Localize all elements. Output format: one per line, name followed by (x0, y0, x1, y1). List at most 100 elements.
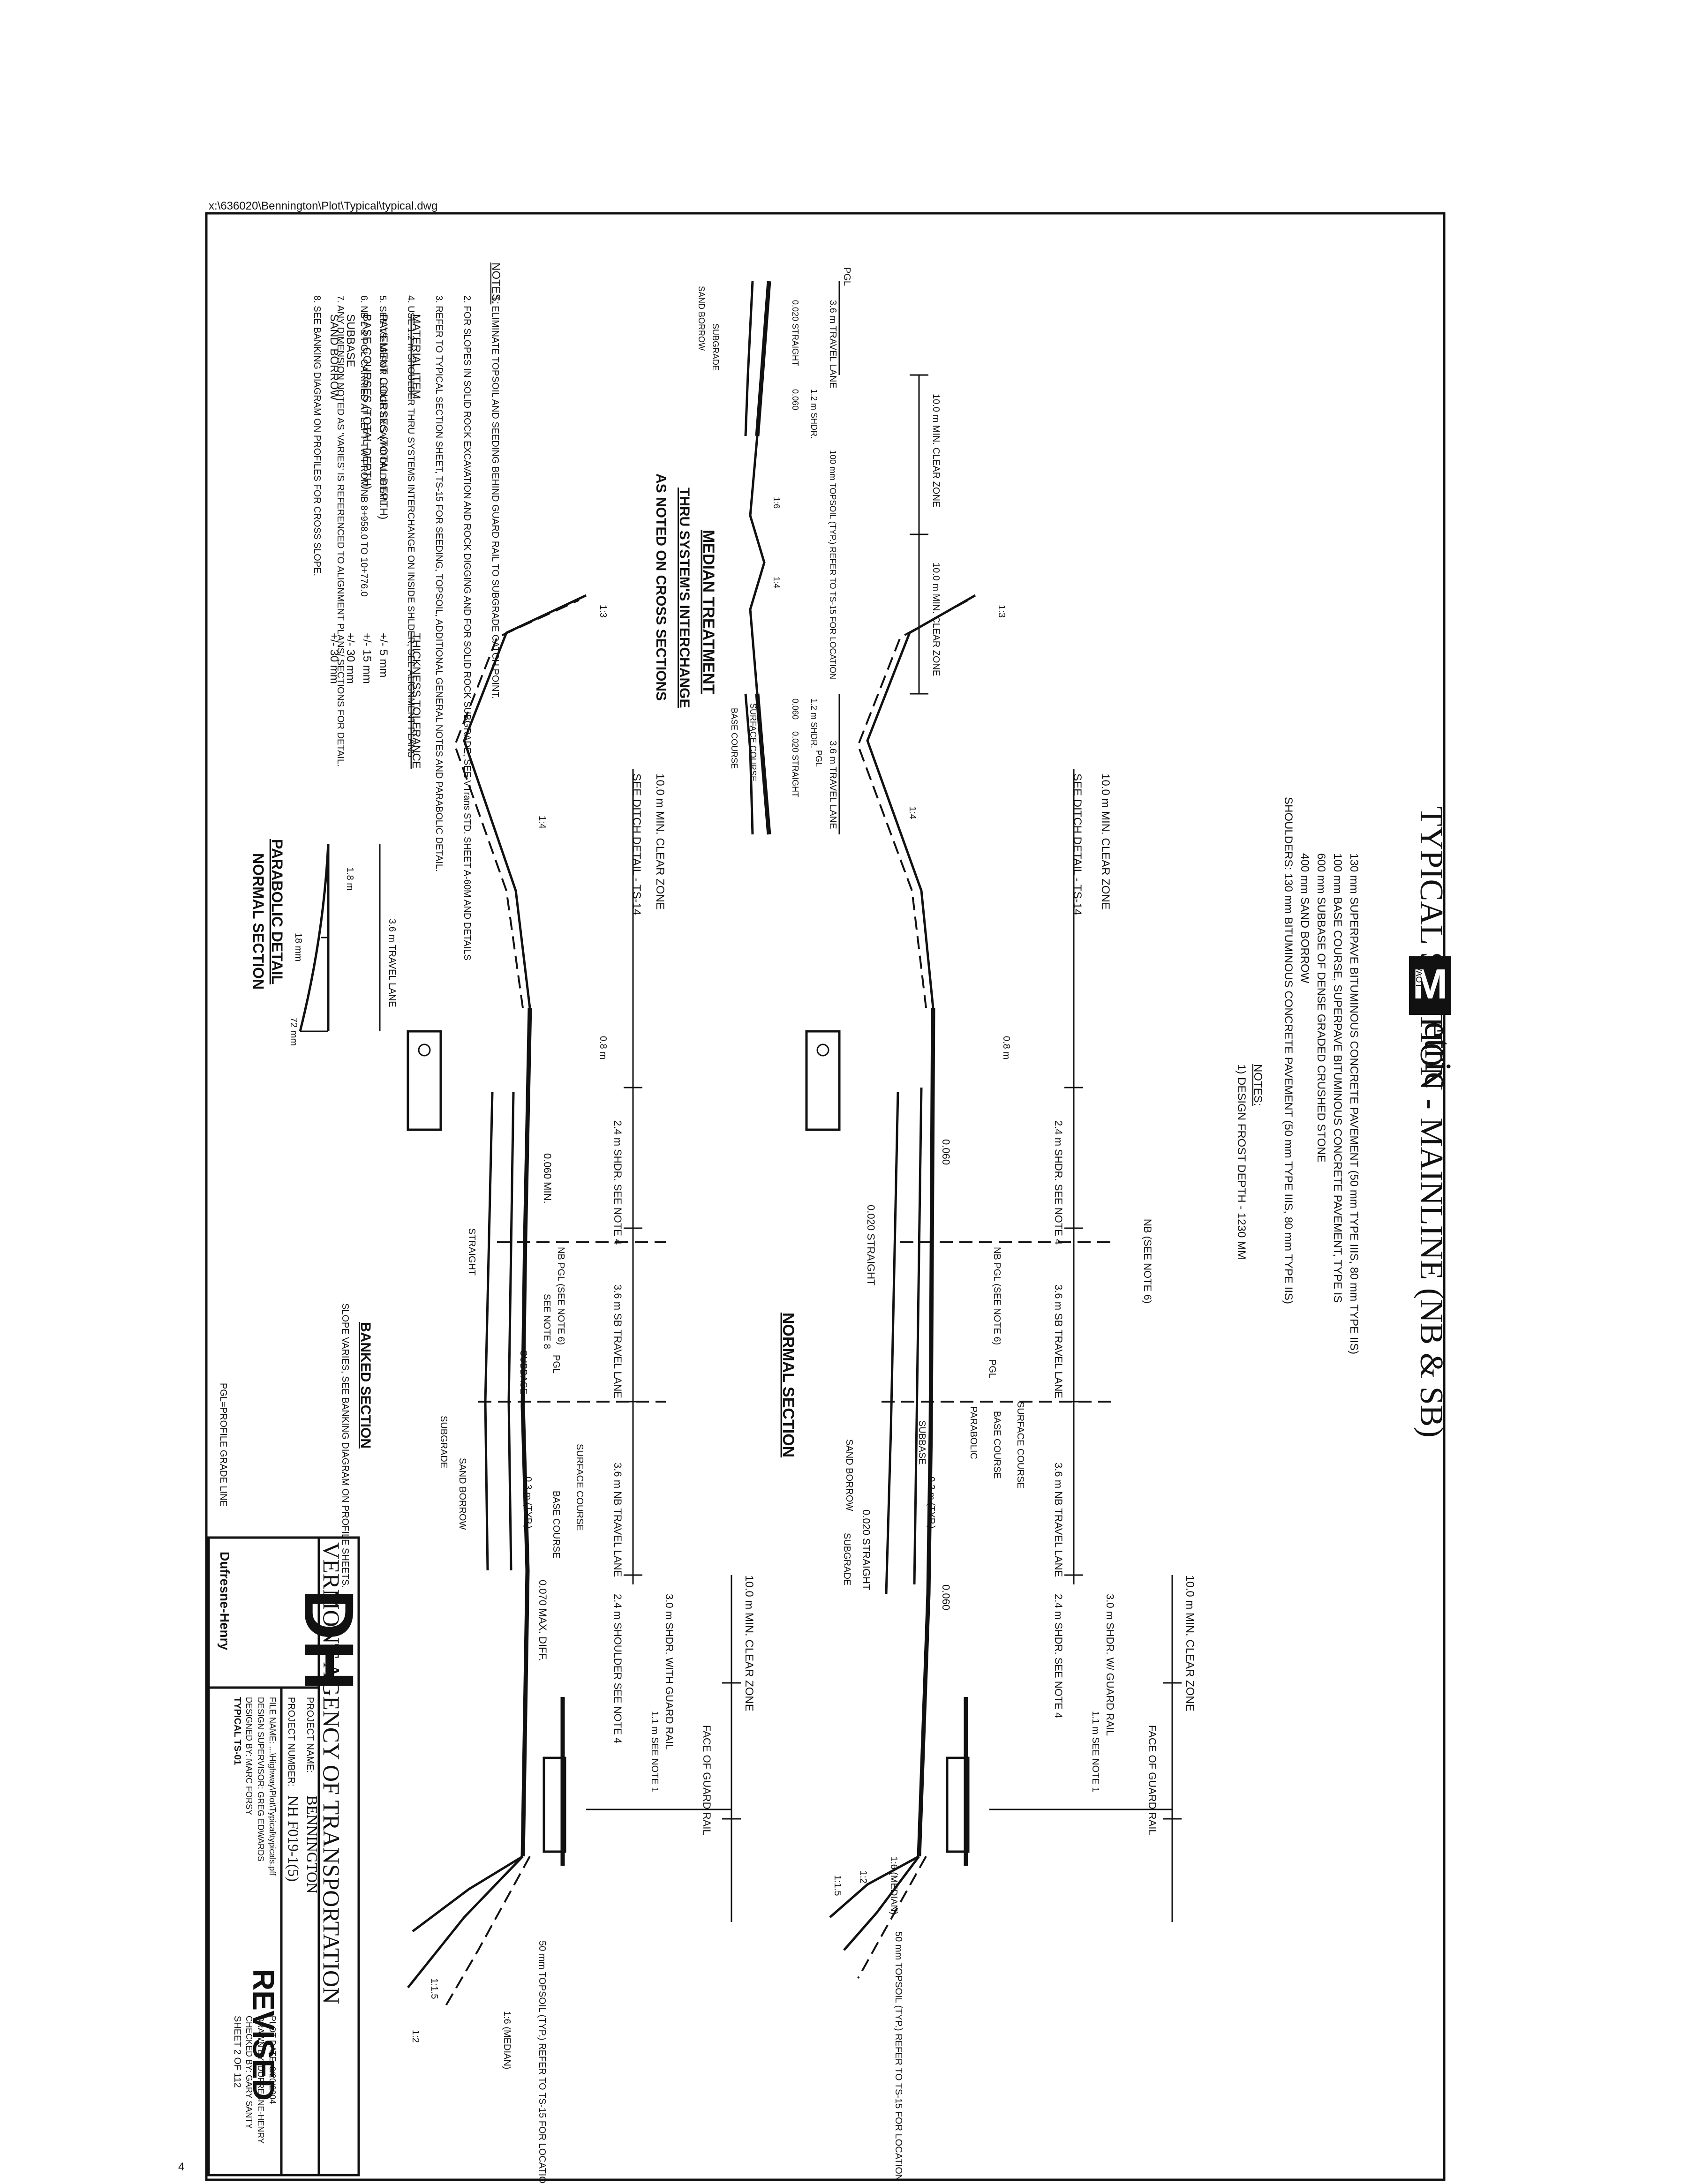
normal-see-note1: 1.1 m SEE NOTE 1 (1090, 1711, 1100, 1792)
sheet-title: TYPICAL SECTION - MAINLINE (NB & SB) (1413, 806, 1449, 1438)
normal-cross-right: 0.020 STRAIGHT (860, 1509, 872, 1590)
normal-nb-note: NB (SEE NOTE 6) (1142, 1219, 1153, 1304)
banked-clear-zone-right: 10.0 m MIN. CLEAR ZONE (743, 1575, 755, 1711)
agency-name: VERMONT AGENCY OF TRANSPORTATION (318, 1542, 345, 2004)
normal-subgrade: SUBGRADE (842, 1533, 852, 1585)
banked-ditch-label: SEE DITCH DETAIL - TS-14 (630, 773, 643, 915)
design-supervisor: DESIGN SUPERVISOR: GREG EDWARDS (256, 1697, 265, 1861)
materials-header-item: MATERIAL ITEM (410, 314, 422, 399)
normal-subbase-line (885, 1092, 899, 1594)
banked-ditch-block (407, 1030, 442, 1131)
banked-sand: SAND BORROW (457, 1458, 467, 1530)
median-slope-right: 0.020 STRAIGHT (791, 731, 800, 797)
materials-row-3-item: SUBBASE (344, 314, 357, 367)
banked-topsoil-note: 50 mm TOPSOIL (TYP.) REFER TO TS-15 FOR … (537, 1941, 547, 2184)
normal-median: 1:6 (MEDIAN) (889, 1856, 899, 1914)
parabolic-lane: 3.6 m TRAVEL LANE (387, 919, 397, 1007)
normal-right-slope-3 (857, 1856, 927, 1979)
normal-sb-lane: 3.6 m SB TRAVEL LANE (1053, 1284, 1064, 1398)
general-note-5: 5. SEE TS-16 FOR LEDGE EXCAVATION DETAIL… (377, 295, 388, 508)
title-legend-group: TYPICAL SECTION - MAINLINE (NB & SB) 130… (1235, 797, 1449, 1438)
normal-shdr-left: 2.4 m SHDR. SEE NOTE 4 (1053, 1120, 1064, 1245)
median-shdr-left: 1.2 m SHDR. (809, 389, 819, 439)
title-block-frame (207, 1536, 360, 2176)
normal-face-guard: FACE OF GUARD RAIL (1146, 1725, 1158, 1835)
banked-s14: 1:4 (537, 816, 547, 829)
project-name-label: PROJECT NAME: (305, 1697, 315, 1773)
normal-s14: 1:4 (907, 806, 918, 819)
banked-see-note1: 1.1 m SEE NOTE 1 (649, 1711, 660, 1792)
materials-header-tolerance: THICKNESS TOLERANCE (410, 633, 422, 769)
banked-shdr-right: 2.4 m SHOULDER SEE NOTE 4 (612, 1594, 624, 1743)
parabolic-detail-drawing (299, 843, 381, 1032)
banked-s13: 1:3 (598, 605, 608, 618)
metric-logo-box (1409, 956, 1451, 1015)
pavement-legend-line-5: SHOULDERS: 130 mm BITUMINOUS CONCRETE PA… (1282, 797, 1295, 1304)
normal-cross-left: 0.020 STRAIGHT (865, 1205, 877, 1285)
general-notes-heading: NOTES: (490, 263, 502, 304)
project-name: BENNINGTON (304, 1795, 321, 1893)
parabolic-title: PARABOLIC DETAIL (269, 839, 286, 984)
banked-ditch-circle (418, 1043, 431, 1057)
parabolic-half: 1.8 m (345, 867, 355, 891)
banked-sb-lane: 3.6 m SB TRAVEL LANE (612, 1284, 624, 1398)
banked-s15: 1:1.5 (429, 1978, 439, 1999)
metric-logo-letter: M (1413, 961, 1448, 1008)
normal-height: 0.8 m (1001, 1036, 1011, 1059)
firm-initials: DH (290, 1589, 369, 1691)
pavement-legend-line-3: 600 mm SUBBASE OF DENSE GRADED CRUSHED S… (1315, 853, 1327, 1163)
materials-row-2-item: BASE COURSES (TOTAL DEPTH) (361, 314, 373, 489)
normal-nb-pgl: NB PGL (SEE NOTE 6) (992, 1247, 1002, 1345)
page-mark: 4 (178, 2161, 184, 2173)
normal-pgl: PGL (987, 1359, 997, 1378)
normal-parabolic: PARABOLIC (968, 1406, 979, 1459)
pavement-legend-line-1: 130 mm SUPERPAVE BITUMINOUS CONCRETE PAV… (1348, 853, 1360, 1354)
materials-row-4-item: SAND BORROW (328, 314, 340, 400)
banked-section-subtitle: SLOPE VARIES, SEE BANKING DIAGRAM ON PRO… (340, 1303, 350, 1588)
normal-topsoil: 0.3 m (TYP.) (926, 1477, 936, 1529)
banked-base: BASE COURSE (551, 1491, 561, 1558)
banked-pavement-inner (507, 1092, 515, 1571)
banked-shdr-left: 2.4 m SHDR. SEE NOTE 4 (612, 1120, 624, 1245)
banked-section-title: BANKED SECTION (358, 1322, 373, 1448)
general-note-6: 6. NB £ & PGL CARRIED AT LEFT TW FROM NB… (359, 295, 369, 597)
median-clear-right: 10.0 m MIN. CLEAR ZONE (931, 563, 941, 676)
median-subtitle-2: AS NOTED ON CROSS SECTIONS (653, 473, 669, 701)
median-road-left-inner (744, 281, 754, 436)
banked-right-slope-1 (407, 1855, 524, 1989)
normal-clear-zone-left: 10.0 m MIN. CLEAR ZONE (1099, 773, 1112, 910)
normal-ditch-label: SEE DITCH DETAIL - TS-14 (1071, 773, 1084, 915)
banked-nb-lane: 3.6 m NB TRAVEL LANE (612, 1463, 624, 1577)
normal-s13: 1:3 (996, 605, 1007, 618)
normal-ditch-block (805, 1030, 841, 1131)
designed-by: DESIGNED BY: MARC FORSY (244, 1697, 254, 1815)
median-road-right-inner (744, 693, 754, 835)
parabolic-subtitle: NORMAL SECTION (250, 853, 267, 990)
normal-section-drawing (805, 594, 1182, 1979)
median-slope-right2: 0.060 (791, 698, 800, 720)
banked-subbase: SUBBASE (518, 1350, 528, 1394)
banked-face-guard: FACE OF GUARD RAIL (701, 1725, 713, 1835)
banked-right-slope-3 (445, 1856, 531, 2007)
median-surface: SURFACE COURSE (748, 703, 758, 781)
normal-shdr-right: 2.4 m SHDR. SEE NOTE 4 (1053, 1594, 1064, 1718)
banked-right-slope-2 (412, 1855, 524, 1932)
normal-left-slope-dash (857, 599, 969, 1008)
median-detail-labels: PGL 3.6 m TRAVEL LANE 1.2 m SHDR. 0.020 … (653, 267, 941, 829)
median-slope-left: 0.020 STRAIGHT (791, 300, 800, 366)
median-subtitle-1: THRU SYSTEM'S INTERCHANGE (677, 488, 692, 708)
general-notes: NOTES: 1. ELIMINATE TOPSOIL AND SEEDING … (312, 263, 502, 961)
general-note-1: 1. ELIMINATE TOPSOIL AND SEEDING BEHIND … (490, 295, 500, 699)
metric-logo: M etric VAOT (1409, 956, 1458, 1088)
normal-clear-zone-right: 10.0 m MIN. CLEAR ZONE (1183, 1575, 1196, 1711)
project-number-label: PROJECT NUMBER: (286, 1697, 296, 1786)
banked-topsoil: 0.3 m (TYP.) (523, 1477, 533, 1529)
file-name: FILE NAME: ...\Highway\Plot\Typical\typi… (268, 1697, 277, 1876)
banked-section-drawing (407, 594, 741, 2007)
median-shdr-right: 1.2 m SHDR. (809, 698, 819, 748)
banked-nb-pgl: NB PGL (SEE NOTE 6) (556, 1247, 566, 1345)
file-path-header: x:\636020\Bennington\Plot\Typical\typica… (209, 200, 437, 212)
title-block: VERMONT AGENCY OF TRANSPORTATION REVISED… (207, 1536, 369, 2176)
normal-slope-right: 0.060 (940, 1584, 952, 1610)
parabolic-mid: 18 mm (293, 933, 303, 961)
